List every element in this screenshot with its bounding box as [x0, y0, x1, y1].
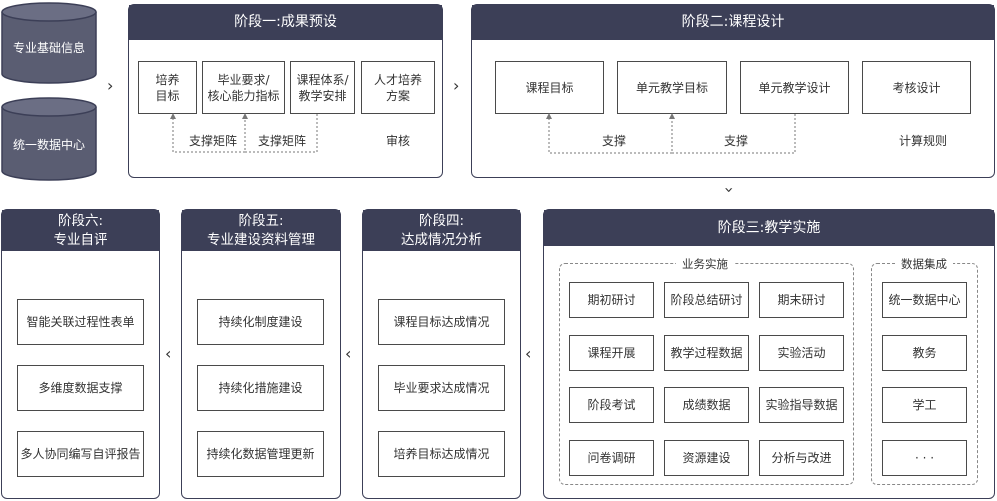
database-icon	[1, 2, 97, 84]
chevron-left-icon: ‹	[165, 344, 172, 363]
chevron-right-icon: ›	[453, 76, 460, 95]
data-box: 学工	[882, 387, 967, 423]
data-box: 统一数据中心	[882, 282, 967, 318]
stage6-title-line2: 专业自评	[53, 232, 108, 248]
business-box: 阶段考试	[569, 387, 654, 423]
stage4-title-line1: 阶段四:	[418, 213, 465, 229]
business-box: 实验活动	[759, 335, 844, 371]
stage6-box: 多人协同编写自评报告	[17, 431, 144, 477]
stage6-title-line1: 阶段六:	[57, 213, 104, 229]
stage2-title: 阶段二:课程设计	[472, 5, 994, 40]
stage1-panel: 阶段一:成果预设	[128, 4, 443, 178]
stage2-box-unit-goal: 单元教学目标	[617, 61, 727, 114]
stage5-title-line1: 阶段五:	[238, 213, 284, 229]
data-box: 教务	[882, 335, 967, 371]
business-box: 资源建设	[664, 440, 749, 476]
stage1-box-training-goal: 培养 目标	[138, 61, 197, 114]
stage5-title: 阶段五: 专业建设资料管理	[182, 210, 340, 251]
stage6-box: 智能关联过程性表单	[17, 299, 144, 345]
chevron-left-icon: ‹	[345, 344, 352, 363]
stage4-box: 培养目标达成情况	[378, 431, 505, 477]
data-integration-title: 数据集成	[895, 256, 953, 272]
business-box: 阶段总结研讨	[664, 282, 749, 318]
stage5-box: 持续化数据管理更新	[197, 431, 324, 477]
chevron-left-icon: ‹	[525, 344, 532, 363]
business-box: 期初研讨	[569, 282, 654, 318]
business-box: 教学过程数据	[664, 335, 749, 371]
stage2-box-assessment: 考核设计	[862, 61, 971, 114]
business-box: 分析与改进	[759, 440, 844, 476]
stage2-support-label: 支撑	[601, 134, 626, 148]
cylinder-label: 专业基础信息	[12, 41, 85, 55]
cylinder-label: 统一数据中心	[12, 138, 85, 152]
stage1-box-talent-plan: 人才培养 方案	[361, 61, 435, 114]
business-box: 课程开展	[569, 335, 654, 371]
stage6-title: 阶段六: 专业自评	[2, 210, 159, 251]
database-cylinder-basic-info: 专业基础信息	[1, 2, 97, 84]
business-box: 期末研讨	[759, 282, 844, 318]
business-box: 问卷调研	[569, 440, 654, 476]
business-group-title: 业务实施	[676, 256, 734, 272]
stage1-review-label: 审核	[385, 134, 410, 148]
chevron-right-icon: ›	[107, 76, 114, 95]
stage2-support-label: 支撑	[723, 134, 748, 148]
stage4-title: 阶段四: 达成情况分析	[363, 210, 520, 251]
stage4-title-line2: 达成情况分析	[401, 232, 482, 248]
stage1-box-graduation-req: 毕业要求/ 核心能力指标	[202, 61, 285, 114]
stage1-box-curriculum: 课程体系/ 教学安排	[290, 61, 355, 114]
database-icon	[1, 97, 97, 181]
stage4-box: 课程目标达成情况	[378, 299, 505, 345]
business-box: 实验指导数据	[759, 387, 844, 423]
stage5-title-line2: 专业建设资料管理	[207, 232, 315, 248]
stage1-title: 阶段一:成果预设	[129, 5, 442, 40]
stage3-title: 阶段三:教学实施	[544, 210, 994, 246]
database-cylinder-data-center: 统一数据中心	[1, 97, 97, 181]
stage1-support-label: 支撑矩阵	[257, 134, 306, 148]
stage1-support-label: 支撑矩阵	[188, 134, 237, 148]
business-box: 成绩数据	[664, 387, 749, 423]
stage2-box-course-goal: 课程目标	[495, 61, 604, 114]
stage2-calc-label: 计算规则	[898, 134, 947, 148]
stage6-box: 多维度数据支撑	[17, 365, 144, 411]
stage5-box: 持续化措施建设	[197, 365, 324, 411]
stage5-box: 持续化制度建设	[197, 299, 324, 345]
stage2-box-unit-design: 单元教学设计	[740, 61, 849, 114]
stage4-box: 毕业要求达成情况	[378, 365, 505, 411]
data-box: · · ·	[882, 440, 967, 476]
